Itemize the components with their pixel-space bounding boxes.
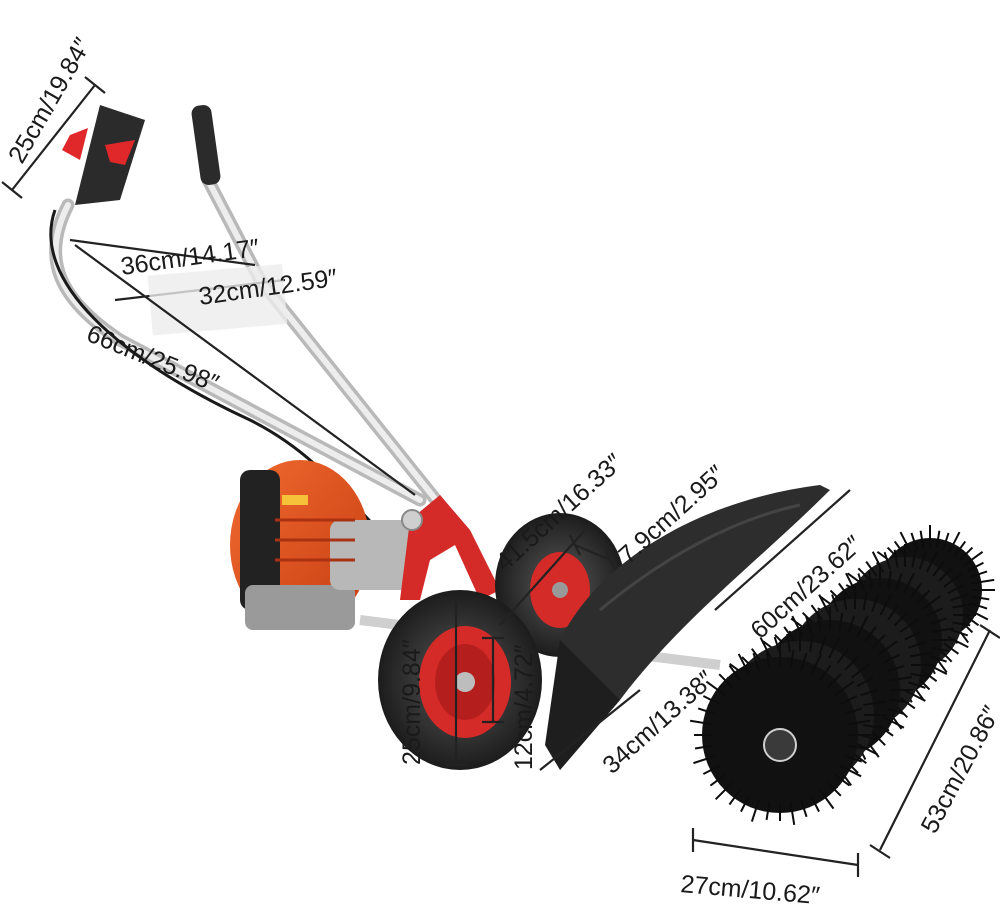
sweeper-brush [689, 525, 995, 826]
dim-hub-diameter: 12cm/4.72″ [510, 644, 538, 770]
left-grip [62, 105, 145, 205]
dimension-lines [1, 76, 1000, 877]
dim-brush-height: 53cm/20.86″ [916, 701, 1000, 837]
right-grip [191, 105, 221, 185]
dim-brush-diameter: 27cm/10.62″ [679, 870, 821, 910]
engine [230, 460, 410, 630]
brush-guard [545, 485, 830, 770]
drive-bracket [400, 495, 500, 600]
throttle-trigger [105, 140, 135, 165]
dim-wheel-diameter: 25cm/9.84″ [398, 639, 426, 765]
front-wheel [378, 590, 542, 770]
